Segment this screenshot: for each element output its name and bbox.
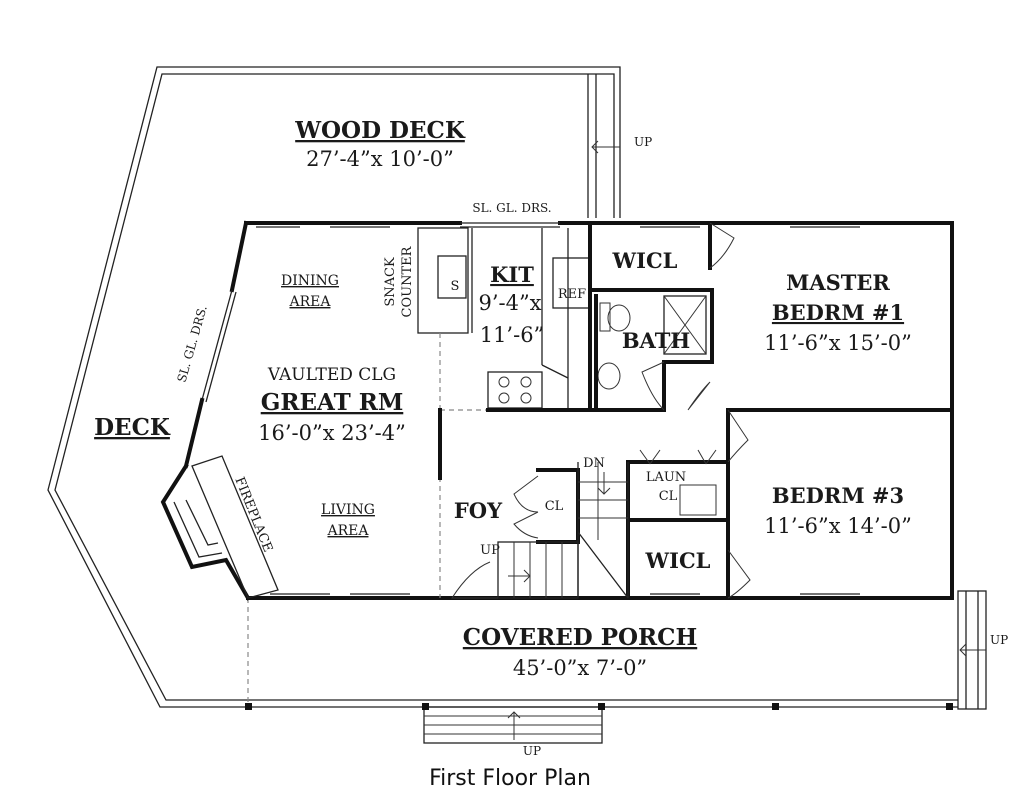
deck-name: DECK [94, 414, 171, 441]
master-dim: 11’-6”x 15’-0” [764, 331, 912, 355]
deck-outline [47, 66, 621, 708]
foyer-closet-name: CL [545, 499, 564, 514]
great-room-note: VAULTED CLG [267, 365, 396, 385]
sliding-doors-side-label: SL. GL. DRS. [175, 304, 210, 384]
wicl-top-name: WICL [612, 248, 678, 273]
up-deck-label: UP [634, 135, 652, 149]
sink-label: S [451, 279, 460, 294]
laundry-name: LAUN [646, 470, 686, 485]
wood-deck-dim: 27’-4”x 10’-0” [306, 147, 454, 171]
snack-counter-line2: COUNTER [400, 245, 415, 317]
living-area-line2: AREA [327, 523, 370, 539]
great-room-dim: 16’-0”x 23’-4” [258, 421, 406, 445]
kitchen-dim-line1: 9’-4”x [478, 291, 541, 315]
wood-deck-name: WOOD DECK [294, 117, 466, 144]
fireplace-label: FIREPLACE [231, 475, 275, 554]
exterior-walls [160, 220, 954, 601]
foyer-name: FOY [454, 498, 503, 523]
porch-name: COVERED PORCH [463, 624, 697, 651]
master-name-line2: BEDRM #1 [772, 300, 904, 325]
porch-outline [245, 590, 987, 744]
dining-area-line1: DINING [281, 273, 339, 289]
up-porch-right-label: UP [990, 633, 1008, 647]
plan-caption: First Floor Plan [429, 766, 591, 791]
snack-counter-line1: SNACK [383, 257, 398, 307]
master-name-line1: MASTER [786, 270, 890, 295]
stair-up-foyer-label: UP [480, 543, 500, 558]
interior-walls [256, 221, 954, 600]
wicl-bottom-name: WICL [645, 548, 711, 573]
living-area-line1: LIVING [321, 502, 375, 518]
up-porch-front-label: UP [523, 744, 541, 758]
bedroom3-dim: 11’-6”x 14’-0” [764, 514, 912, 538]
stair-down-label: DN [583, 456, 605, 471]
laundry-closet-name: CL [659, 489, 678, 504]
kitchen-dim-line2: 11’-6” [480, 323, 545, 347]
great-room-name: GREAT RM [261, 389, 404, 416]
stair-arrows [507, 140, 986, 740]
sliding-doors-top-label: SL. GL. DRS. [472, 201, 551, 215]
dining-area-line2: AREA [289, 294, 332, 310]
bedroom3-name: BEDRM #3 [772, 483, 904, 508]
refrigerator-label: REF [558, 287, 586, 302]
bath-name: BATH [622, 328, 690, 353]
porch-dim: 45’-0”x 7’-0” [513, 656, 647, 680]
kitchen-name: KIT [490, 262, 534, 287]
